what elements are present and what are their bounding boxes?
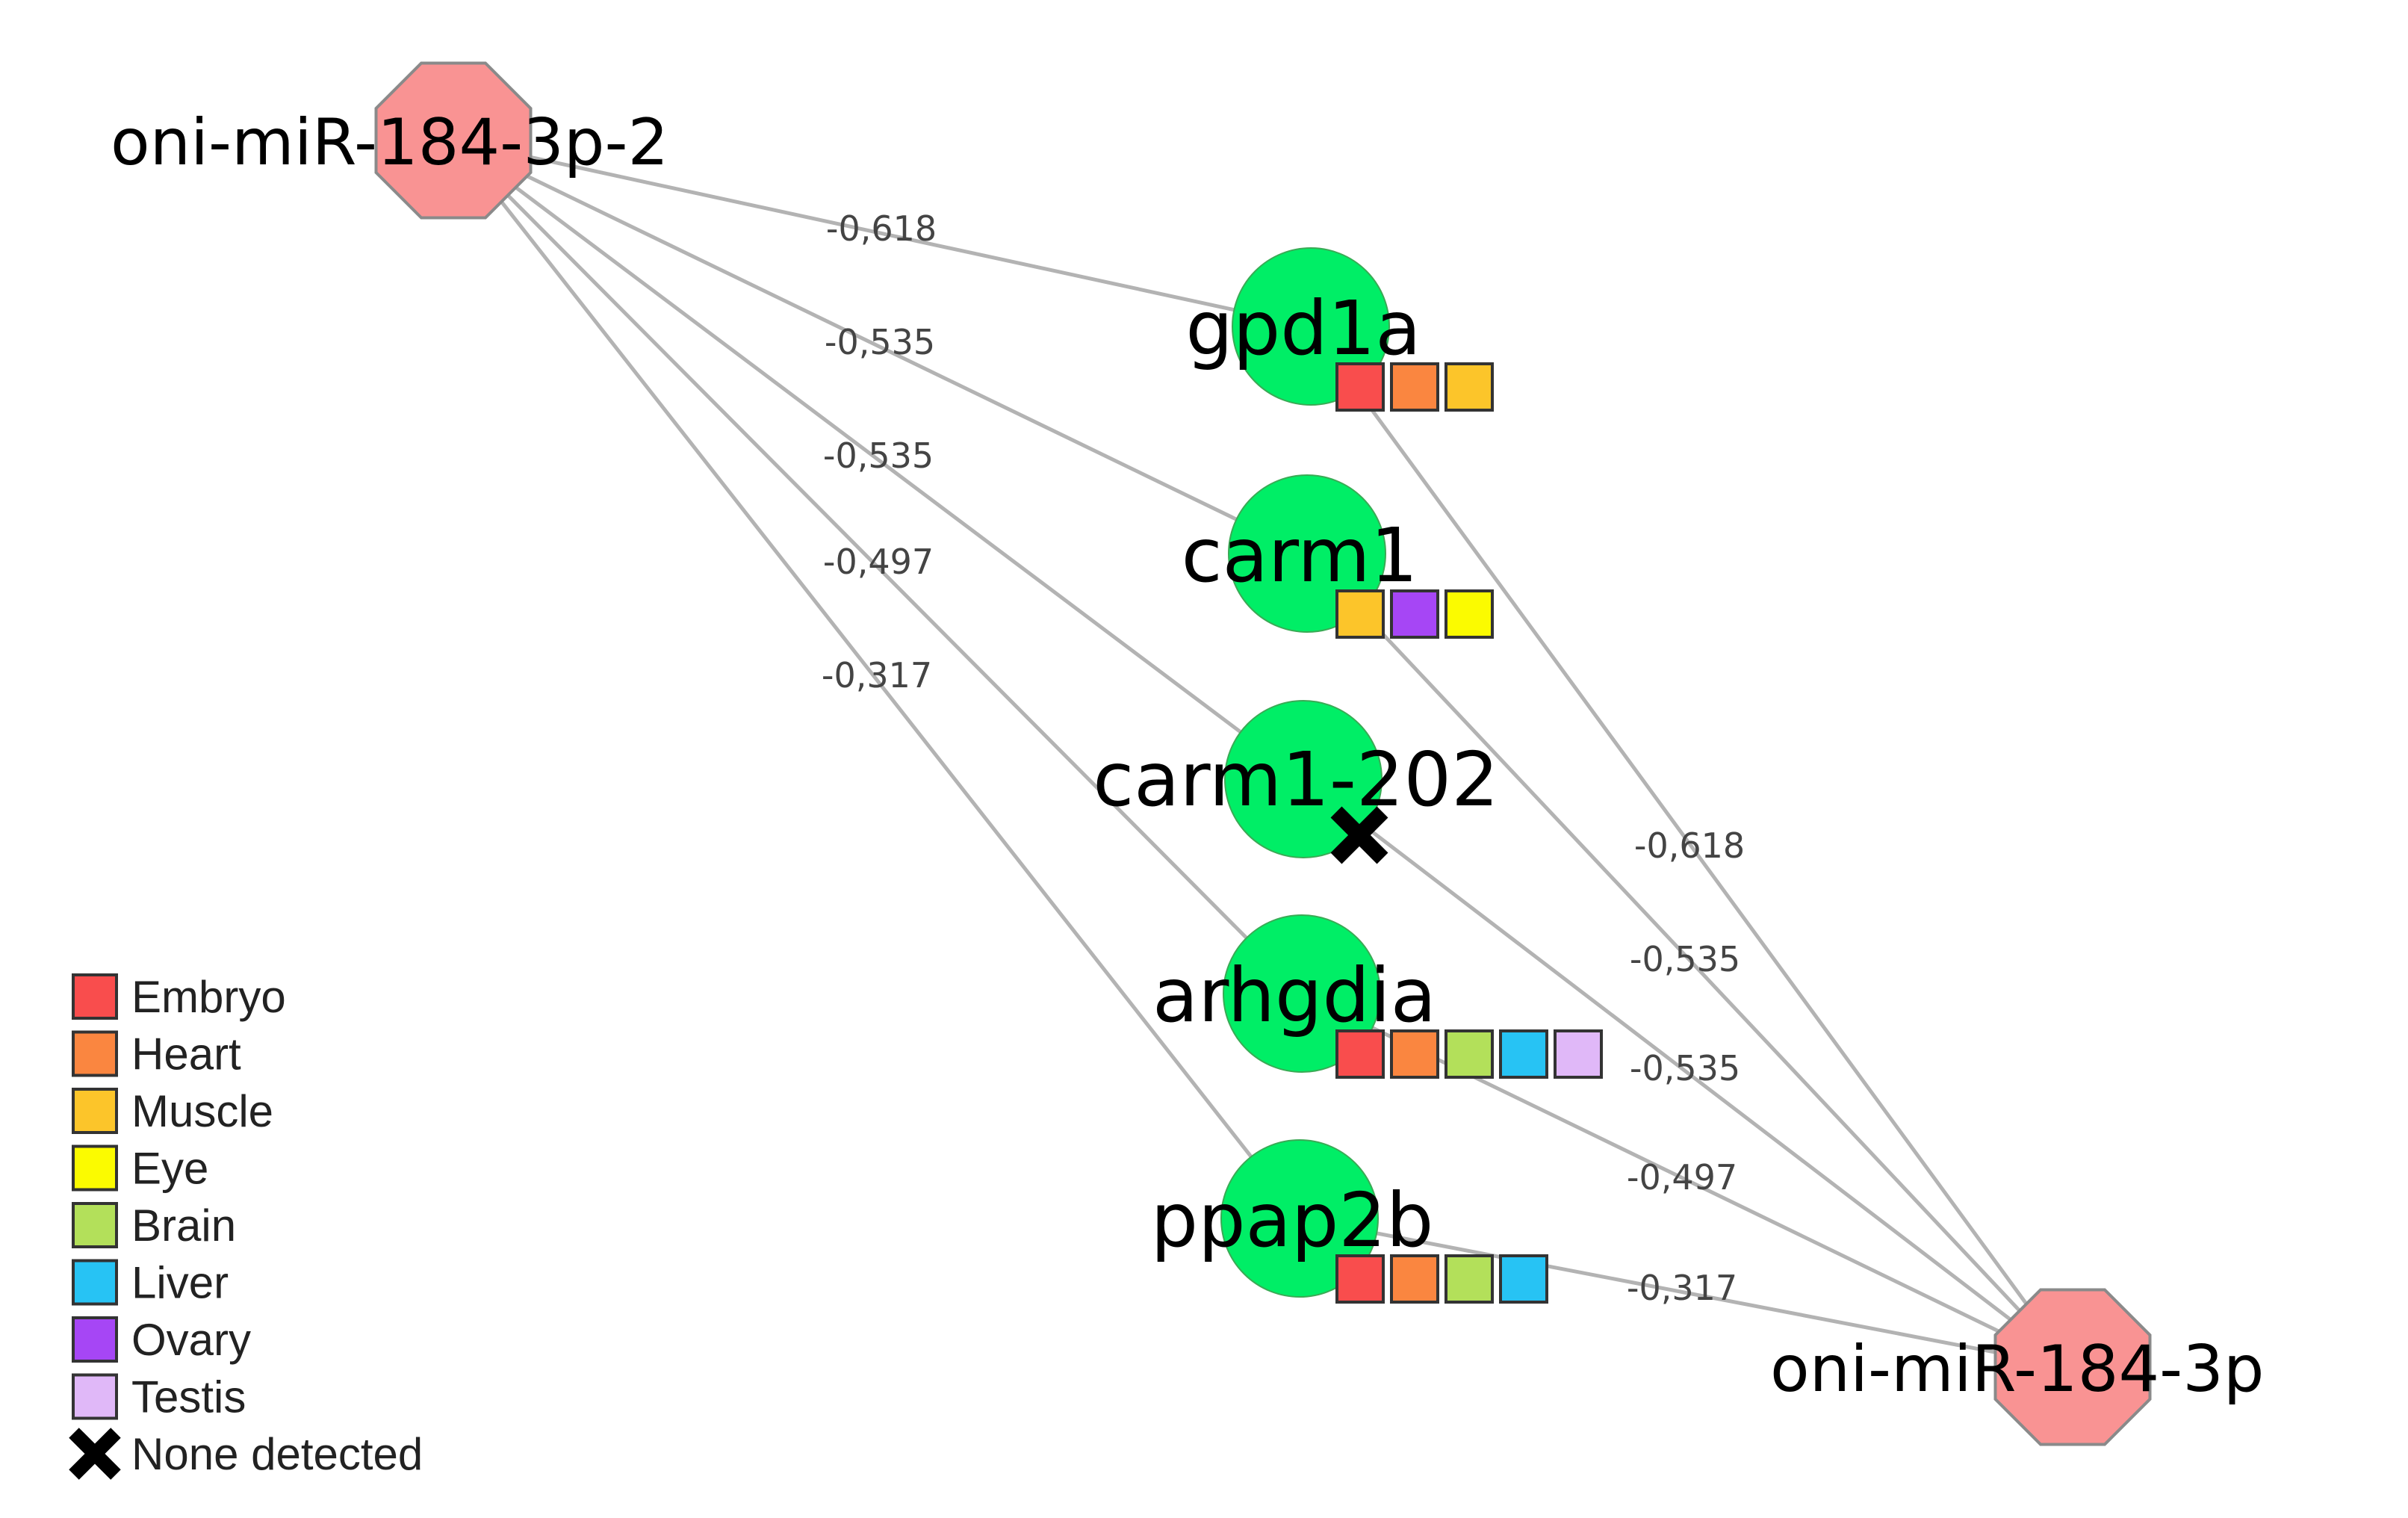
mirna-label: oni-miR-184-3p [1770,1332,2265,1407]
legend-label: Brain [131,1201,236,1251]
legend-label: Embryo [131,972,286,1022]
mirna-octagon-shape [374,61,533,220]
edges-layer [452,138,2075,1369]
edge-weight-label: -0,497 [1627,1157,1737,1198]
tissue-marker-testis [1554,1029,1603,1079]
mirna-node[interactable]: oni-miR-184-3p [1770,1288,2265,1446]
edge-weight-label: -0,317 [1627,1268,1737,1308]
tissue-marker-heart [1390,362,1439,412]
edge-weight-label: -0,618 [826,208,937,249]
tissue-marker-embryo [1335,1029,1385,1079]
edge-m1-gpd1a [1309,325,2075,1369]
edge-labels-layer: -0,618 -0,535 -0,535 -0,497 -0,317 -0,618 -0,5… [822,208,1745,1308]
gene-label: arhgdia [1152,952,1436,1039]
legend-label: Liver [131,1258,229,1308]
gene-node-arhgdia[interactable]: arhgdia [1152,914,1603,1079]
legend-swatch [72,1316,118,1363]
legend-item-eye: Eye [72,1144,208,1194]
legend-swatch [72,1373,118,1420]
edge-m2-gpd1a [453,138,1312,329]
edge-weight-label: -0,535 [1630,939,1740,979]
edge-m1-ppap2b [1299,1216,2073,1369]
edge-weight-label: -0,535 [1630,1048,1740,1088]
legend-item-muscle: Muscle [72,1086,273,1136]
legend-item-liver: Liver [72,1258,229,1308]
legend-label: Testis [131,1372,246,1422]
tissue-marker-heart [1390,1254,1439,1304]
mirna-octagon-shape [1993,1288,2152,1446]
tissue-marker-muscle [1445,362,1494,412]
gene-label: ppap2b [1151,1177,1434,1264]
legend-label: Muscle [131,1086,273,1136]
edge-m2-ppap2b [452,139,1301,1220]
tissue-marker-embryo [1335,1254,1385,1304]
tissue-marker-heart [1390,1029,1439,1079]
edge-weight-label: -0,618 [1634,825,1745,866]
legend-swatch [72,1144,118,1192]
tissue-marker-eye [1445,589,1494,639]
legend-item-brain: Brain [72,1201,236,1251]
gene-node-ppap2b[interactable]: ppap2b [1151,1139,1548,1304]
mirna-node[interactable]: oni-miR-184-3p-2 [111,61,668,220]
gene-node-carm1[interactable]: carm1 [1182,474,1494,639]
legend-swatch [72,1030,118,1077]
edge-m1-carm1202 [1302,778,2074,1369]
legend-label: None detected [131,1429,423,1479]
gene-node-carm1202[interactable]: carm1-202 [1093,700,1499,864]
edge-m1-carm1 [1306,552,2074,1369]
legend-label: Heart [131,1029,241,1079]
tissue-marker-liver [1499,1254,1548,1304]
tissue-marker-embryo [1335,362,1385,412]
legend-item-testis: Testis [72,1372,246,1422]
edge-weight-label: -0,317 [822,655,932,696]
legend-item-heart: Heart [72,1029,241,1079]
edge-m2-carm1 [452,138,1309,556]
legend-item-embryo: Embryo [72,972,286,1022]
tissue-marker-muscle [1335,589,1385,639]
gene-label: carm1-202 [1093,736,1499,823]
edge-weight-label: -0,535 [823,436,934,476]
legend-swatch [72,1259,118,1306]
legend-label: Ovary [131,1315,251,1365]
legend: EmbryoHeartMuscleEyeBrainLiverOvaryTesti… [69,972,423,1480]
tissue-marker-ovary [1390,589,1439,639]
legend-item-none-detected: None detected [69,1428,423,1480]
tissue-marker-brain [1445,1029,1494,1079]
legend-swatch [72,1202,118,1248]
edge-weight-label: -0,497 [823,542,934,582]
gene-label: carm1 [1182,512,1418,599]
mirna-label: oni-miR-184-3p-2 [111,105,668,180]
legend-swatch [72,973,118,1020]
edge-m2-arhgdia [452,139,1303,995]
edge-weight-label: -0,535 [825,322,935,362]
cross-icon [69,1428,121,1480]
legend-item-ovary: Ovary [72,1315,251,1365]
legend-label: Eye [131,1144,208,1194]
edge-m2-carm1202 [452,139,1305,781]
nodes-layer: oni-miR-184-3p-2 oni-miR-184-3p gpd1a carm1… [111,61,2265,1446]
none-detected-icon [1330,806,1388,864]
gene-label: gpd1a [1185,285,1421,372]
legend-swatch [72,1088,118,1134]
tissue-marker-brain [1445,1254,1494,1304]
tissue-marker-liver [1499,1029,1548,1079]
gene-node-gpd1a[interactable]: gpd1a [1185,247,1494,412]
